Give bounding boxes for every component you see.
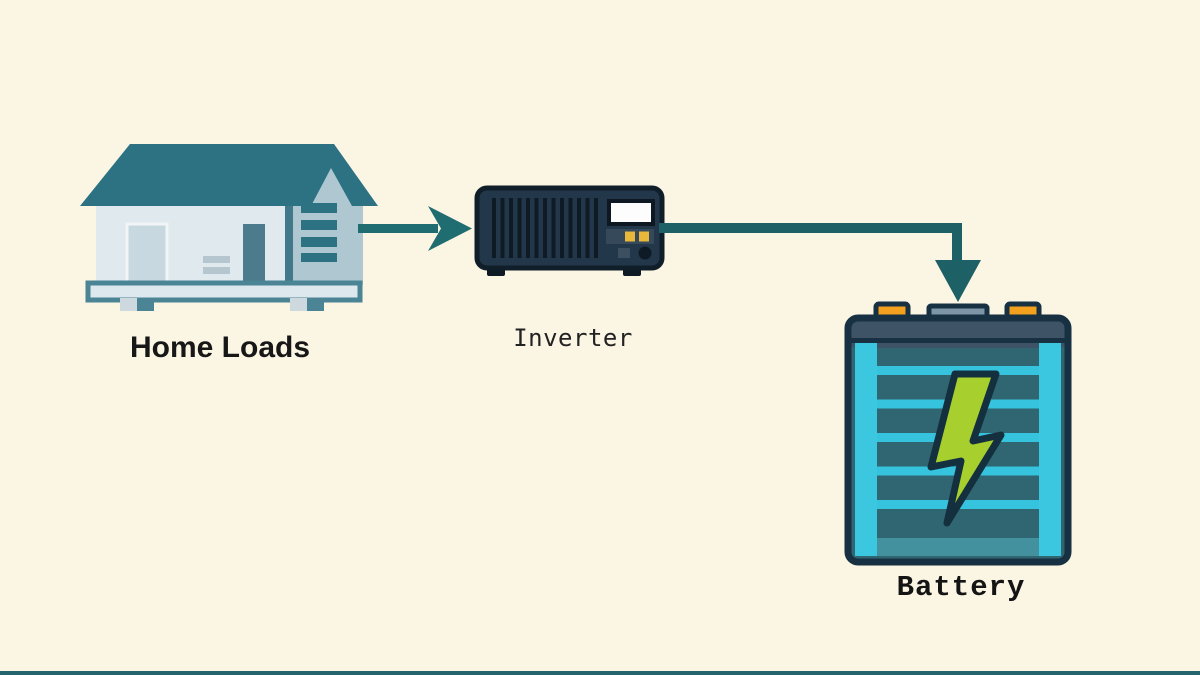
home-loads-label: Home Loads <box>130 331 310 364</box>
house-base <box>85 280 363 303</box>
connector-vertical-segment <box>952 223 962 275</box>
house-roof <box>80 144 378 206</box>
battery-outline <box>844 314 1072 566</box>
battery-base-cap-left <box>855 538 877 556</box>
battery-base-cap-right <box>1039 538 1061 556</box>
inverter-knob <box>638 246 652 260</box>
arrow-home-to-inverter <box>358 206 472 251</box>
battery-base-bar <box>855 538 1061 556</box>
house-door-left <box>125 222 169 287</box>
battery-cap-divider <box>848 338 1068 343</box>
inverter-label: Inverter <box>513 324 633 352</box>
battery-rail-right <box>1039 343 1061 538</box>
house-window-dashes <box>203 256 230 274</box>
inverter-display <box>607 199 655 226</box>
inverter-vent-slats <box>492 198 598 258</box>
bottom-border <box>0 671 1200 675</box>
home-loads-node: Home Loads <box>80 144 378 364</box>
connector-horizontal-segment <box>659 223 962 233</box>
inverter-button-yellow-1 <box>625 231 635 242</box>
house-door-center <box>243 224 265 285</box>
battery-top-cap <box>848 318 1068 348</box>
arrow-shaft <box>358 224 438 233</box>
battery-label: Battery <box>897 571 1026 604</box>
connector-inverter-to-battery <box>659 223 981 302</box>
down-arrowhead-icon <box>935 260 981 302</box>
battery-node: Battery <box>844 301 1072 604</box>
inverter-button-yellow-2 <box>639 231 649 242</box>
inverter-node: Inverter <box>474 185 665 352</box>
lightning-bolt-icon <box>927 370 1005 527</box>
battery-rail-left <box>855 343 877 538</box>
house-corner-trim <box>285 203 293 285</box>
house-feet <box>120 298 324 311</box>
inverter-icon <box>474 185 665 276</box>
house-icon <box>80 144 378 311</box>
battery-icon <box>844 301 1072 566</box>
right-arrowhead-icon <box>428 206 472 251</box>
house-gable-vent <box>301 203 337 262</box>
inverter-switch <box>618 248 630 258</box>
